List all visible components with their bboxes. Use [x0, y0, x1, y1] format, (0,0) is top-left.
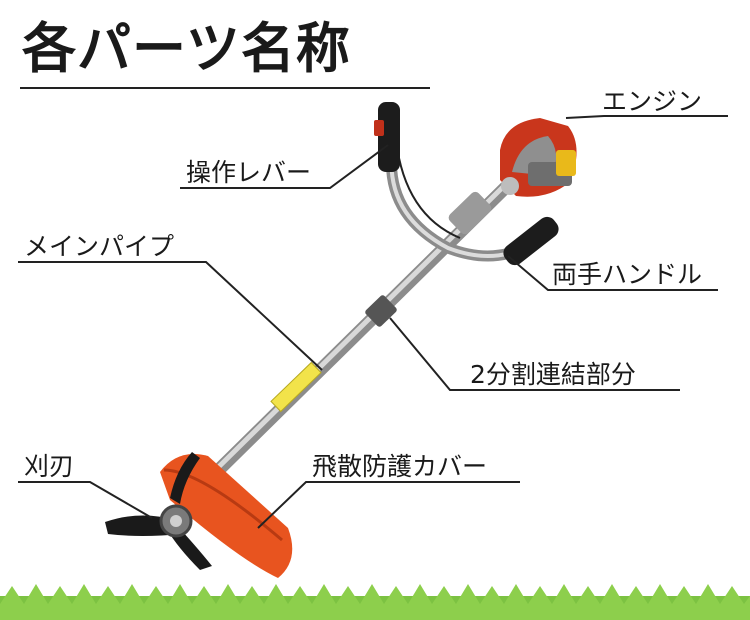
grass-strip — [0, 584, 750, 620]
label-blade: 刈刃 — [24, 452, 75, 481]
engine-shape — [500, 118, 577, 197]
main-pipe-shape — [173, 181, 512, 515]
label-handle: 両手ハンドル — [552, 260, 703, 289]
handle-shape — [374, 102, 559, 266]
label-lever: 操作レバー — [186, 158, 312, 187]
label-guard: 飛散防護カバー — [312, 452, 488, 481]
guard-shape — [160, 454, 293, 578]
label-main-pipe: メインパイプ — [24, 232, 175, 261]
lever-grip-shape — [378, 102, 400, 172]
page-title: 各パーツ名称 — [22, 17, 351, 80]
split-joint-shape — [365, 295, 397, 327]
label-split-joint: 2分割連結部分 — [470, 360, 636, 389]
blade-shape — [105, 452, 212, 570]
leader-lines — [18, 115, 728, 529]
handle-grip-shape — [503, 216, 559, 266]
label-engine: エンジン — [602, 87, 703, 116]
